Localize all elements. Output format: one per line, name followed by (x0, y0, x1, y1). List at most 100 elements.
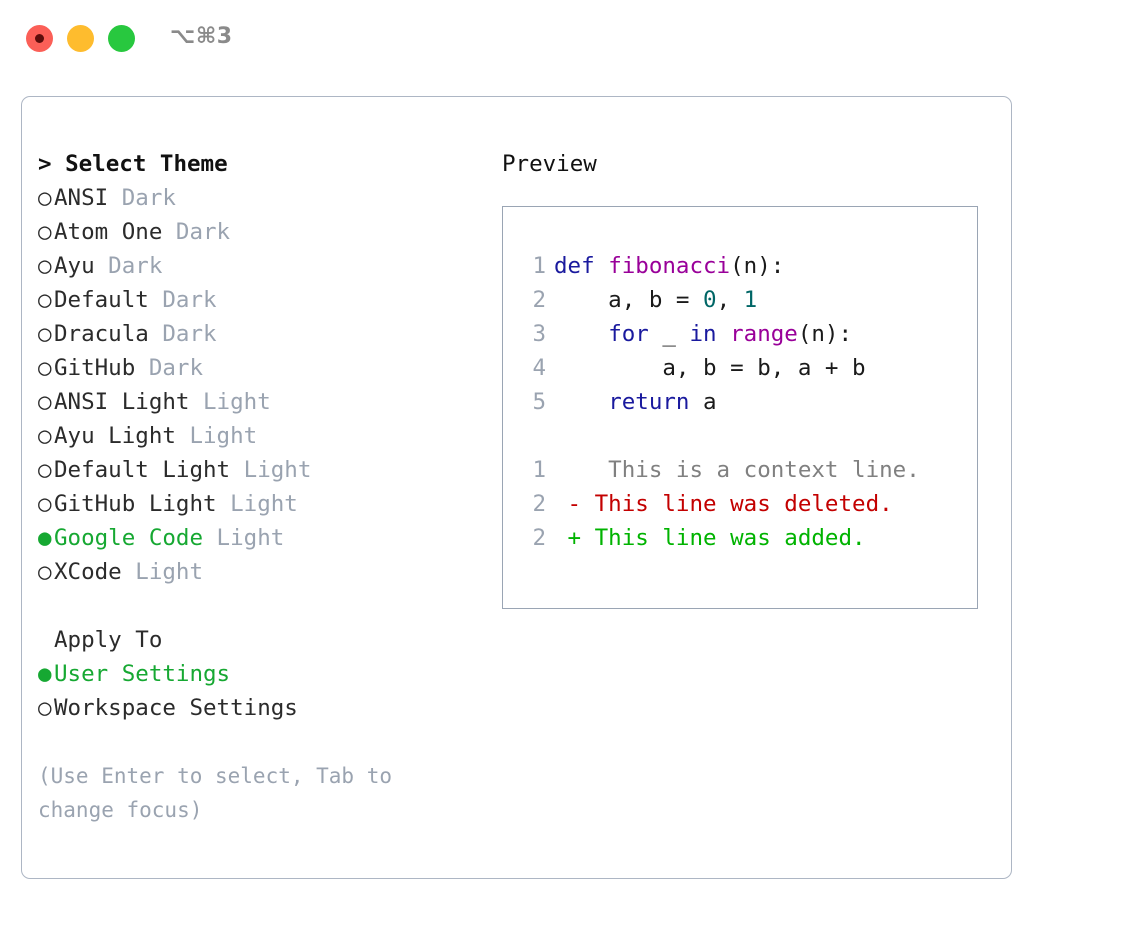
theme-option-ayu-light[interactable]: ○Ayu Light Light (38, 419, 478, 453)
code-token: (n): (797, 321, 853, 347)
radio-unselected-icon: ○ (38, 457, 52, 483)
section-spacer (38, 589, 478, 623)
line-number: 5 (532, 389, 546, 415)
traffic-lights (26, 25, 135, 52)
theme-variant-tag: Light (216, 491, 298, 517)
diff-line-add: 2 + This line was added. (520, 521, 920, 555)
keyboard-hint: (Use Enter to select, Tab to change focu… (38, 764, 393, 822)
theme-option-label: Ayu (54, 253, 95, 279)
line-number: 1 (532, 457, 546, 483)
diff-text: This is a context line. (581, 457, 920, 483)
code-line: 4 a, b = b, a + b (520, 351, 920, 385)
radio-unselected-icon: ○ (38, 423, 52, 449)
zoom-button[interactable] (108, 25, 135, 52)
code-line: 3 for _ in range(n): (520, 317, 920, 351)
theme-variant-tag: Light (203, 525, 285, 551)
theme-option-label: Default (54, 287, 149, 313)
theme-option-label: Google Code (54, 525, 204, 551)
theme-option-label: GitHub Light (54, 491, 217, 517)
theme-option-label: ANSI Light (54, 389, 190, 415)
apply-to-option-label: User Settings (54, 661, 231, 687)
minimize-button[interactable] (67, 25, 94, 52)
apply-to-option-user-settings[interactable]: ●User Settings (38, 657, 478, 691)
code-token: fibonacci (608, 253, 731, 279)
theme-variant-tag: Dark (108, 185, 176, 211)
theme-option-label: Atom One (54, 219, 163, 245)
theme-option-ayu[interactable]: ○Ayu Dark (38, 249, 478, 283)
apply-to-list: ●User Settings○Workspace Settings (38, 657, 478, 725)
main-panel: > Select Theme ○ANSI Dark○Atom One Dark○… (21, 96, 1012, 879)
theme-option-default-light[interactable]: ○Default Light Light (38, 453, 478, 487)
theme-option-xcode[interactable]: ○XCode Light (38, 555, 478, 589)
apply-to-option-label: Workspace Settings (54, 695, 298, 721)
code-token: a (689, 389, 717, 415)
theme-option-ansi-light[interactable]: ○ANSI Light Light (38, 385, 478, 419)
theme-variant-tag: Dark (148, 287, 217, 313)
code-token: , (716, 287, 744, 313)
code-token: 0 (703, 287, 717, 313)
diff-line-del: 2 - This line was deleted. (520, 487, 920, 521)
theme-variant-tag: Light (230, 457, 312, 483)
theme-option-label: XCode (54, 559, 122, 585)
line-number: 2 (532, 525, 546, 551)
code-token: a, b = b, a + b (554, 355, 866, 381)
theme-option-ansi[interactable]: ○ANSI Dark (38, 181, 478, 215)
radio-unselected-icon: ○ (38, 321, 52, 347)
line-number: 2 (532, 491, 546, 517)
theme-option-google-code[interactable]: ●Google Code Light (38, 521, 478, 555)
theme-option-github[interactable]: ○GitHub Dark (38, 351, 478, 385)
code-token (554, 321, 608, 347)
theme-variant-tag: Dark (148, 321, 217, 347)
diff-marker: - (554, 491, 582, 517)
preview-heading: Preview (502, 151, 597, 177)
theme-option-dracula[interactable]: ○Dracula Dark (38, 317, 478, 351)
code-line: 2 a, b = 0, 1 (520, 283, 920, 317)
line-number: 1 (532, 253, 546, 279)
apply-to-heading: Apply To (54, 627, 163, 653)
theme-variant-tag: Dark (162, 219, 231, 245)
code-token (554, 389, 608, 415)
diff-text: This line was deleted. (581, 491, 893, 517)
line-number: 2 (532, 287, 546, 313)
line-number: 3 (532, 321, 546, 347)
theme-variant-tag: Dark (135, 355, 204, 381)
select-theme-heading: > Select Theme (38, 147, 478, 181)
code-token (595, 253, 609, 279)
keyboard-shortcut-label: ⌥⌘3 (170, 24, 233, 49)
prompt-caret: > (38, 151, 52, 177)
diff-marker (554, 457, 581, 483)
theme-variant-tag: Light (121, 559, 204, 585)
diff-line-ctx: 1 This is a context line. (520, 453, 920, 487)
radio-unselected-icon: ○ (38, 389, 52, 415)
theme-option-label: Dracula (54, 321, 149, 347)
code-token: a, b = (554, 287, 704, 313)
theme-option-label: Default Light (54, 457, 231, 483)
code-token: 1 (743, 287, 758, 313)
theme-variant-tag: Light (189, 389, 271, 415)
apply-to-option-workspace-settings[interactable]: ○Workspace Settings (38, 691, 478, 725)
code-token: in (689, 321, 717, 347)
code-line: 5 return a (520, 385, 920, 419)
code-token: _ (648, 321, 690, 347)
radio-unselected-icon: ○ (38, 559, 52, 585)
theme-option-default[interactable]: ○Default Dark (38, 283, 478, 317)
diff-marker: + (554, 525, 582, 551)
code-diff-separator (520, 419, 920, 453)
theme-variant-tag: Light (175, 423, 258, 449)
panel-columns: > Select Theme ○ANSI Dark○Atom One Dark○… (22, 97, 1011, 878)
title-bar: ⌥⌘3 (0, 0, 1140, 78)
radio-unselected-icon: ○ (38, 219, 52, 245)
radio-selected-icon: ● (38, 661, 52, 687)
theme-option-label: GitHub (54, 355, 136, 381)
theme-variant-tag: Dark (94, 253, 163, 279)
radio-unselected-icon: ○ (38, 491, 52, 517)
theme-option-github-light[interactable]: ○GitHub Light Light (38, 487, 478, 521)
code-token: return (608, 389, 690, 415)
theme-option-atom-one[interactable]: ○Atom One Dark (38, 215, 478, 249)
radio-selected-icon: ● (38, 525, 52, 551)
close-button[interactable] (26, 25, 53, 52)
